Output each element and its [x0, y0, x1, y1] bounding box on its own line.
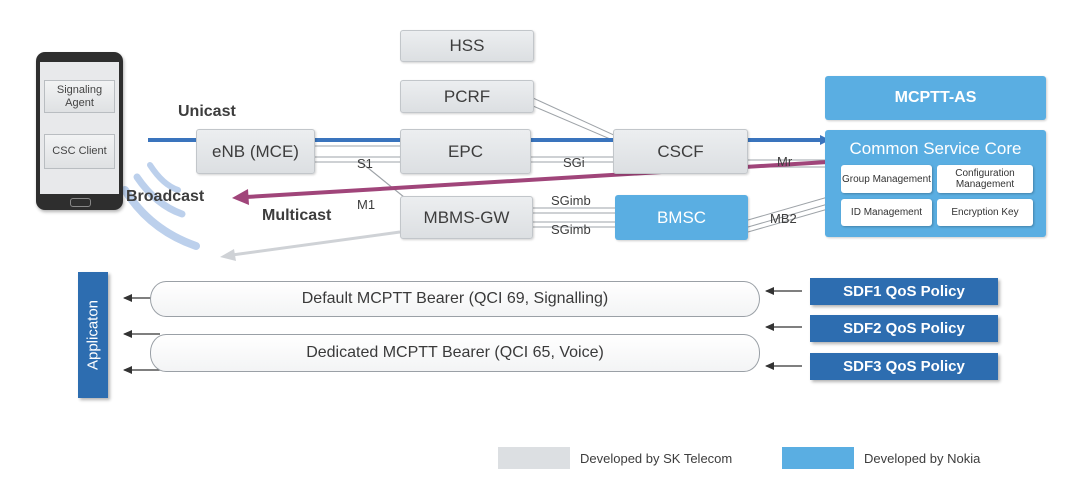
- configuration-management-label: Configuration Management: [955, 168, 1015, 190]
- legend-sk-label: Developed by SK Telecom: [580, 451, 733, 466]
- multicast-label: Multicast: [262, 207, 332, 224]
- bmsc-box: BMSC: [615, 195, 748, 240]
- mb2-label: MB2: [770, 211, 797, 226]
- epc-label: EPC: [448, 141, 483, 161]
- phone-home-button: [70, 198, 91, 207]
- sgi-label: SGi: [563, 155, 585, 170]
- enb-box: eNB (MCE): [196, 129, 315, 174]
- sgimb-label-bottom: SGimb: [551, 222, 591, 237]
- application-label: Applicaton: [84, 299, 102, 371]
- sdf2-policy-box: SDF2 QoS Policy: [810, 315, 998, 342]
- mcptt-as-label: MCPTT-AS: [894, 89, 977, 106]
- s1-label: S1: [357, 156, 373, 171]
- sgimb-label-top: SGimb: [551, 193, 591, 208]
- csc-client-box: CSC Client: [44, 134, 115, 169]
- multicast-arrow: [231, 230, 401, 257]
- m1-label: M1: [357, 197, 376, 212]
- id-management-box: ID Management: [841, 199, 932, 226]
- sdf3-policy-label: SDF3 QoS Policy: [843, 358, 965, 375]
- bmsc-label: BMSC: [656, 207, 707, 227]
- configuration-management-box: Configuration Management: [937, 165, 1033, 193]
- encryption-key-label: Encryption Key: [951, 207, 1019, 218]
- sdf1-policy-box: SDF1 QoS Policy: [810, 278, 998, 305]
- radio-waves-icon: [121, 162, 200, 250]
- pcrf-box: PCRF: [400, 80, 534, 113]
- cscf-box: CSCF: [613, 129, 748, 174]
- pcrf-label: PCRF: [443, 86, 491, 106]
- sdf3-policy-box: SDF3 QoS Policy: [810, 353, 998, 380]
- legend-sk-swatch: [498, 447, 570, 469]
- hss-box: HSS: [400, 30, 534, 62]
- signaling-agent-box: Signaling Agent: [44, 80, 115, 113]
- group-management-box: Group Management: [841, 165, 932, 193]
- mbms-gw-label: MBMS-GW: [423, 207, 510, 227]
- broadcast-label: Broadcast: [126, 188, 205, 205]
- encryption-key-box: Encryption Key: [937, 199, 1033, 226]
- csc-client-label: CSC Client: [52, 145, 107, 157]
- application-box: Applicaton: [78, 272, 108, 398]
- mbms-gw-box: MBMS-GW: [400, 196, 533, 239]
- common-service-core-title: Common Service Core: [849, 139, 1022, 158]
- dedicated-bearer-pipe: Dedicated MCPTT Bearer (QCI 65, Voice): [150, 334, 760, 372]
- default-bearer-label: Default MCPTT Bearer (QCI 69, Signalling…: [301, 290, 609, 307]
- phone-device: Signaling Agent CSC Client: [36, 52, 123, 210]
- epc-box: EPC: [400, 129, 531, 174]
- common-service-core-box: Common Service Core Group Management Con…: [825, 130, 1046, 237]
- hss-label: HSS: [449, 36, 485, 55]
- sdf1-policy-label: SDF1 QoS Policy: [843, 283, 965, 300]
- unicast-label: Unicast: [178, 103, 236, 120]
- enb-label: eNB (MCE): [212, 141, 299, 161]
- sdf2-policy-label: SDF2 QoS Policy: [843, 320, 965, 337]
- group-management-label: Group Management: [842, 173, 931, 185]
- mcptt-as-box: MCPTT-AS: [825, 76, 1046, 120]
- cscf-label: CSCF: [657, 141, 704, 161]
- default-bearer-pipe: Default MCPTT Bearer (QCI 69, Signalling…: [150, 281, 760, 317]
- dedicated-bearer-label: Dedicated MCPTT Bearer (QCI 65, Voice): [306, 344, 604, 361]
- signaling-agent-label: Signaling Agent: [56, 83, 103, 109]
- legend-nokia-swatch: [782, 447, 854, 469]
- id-management-label: ID Management: [850, 207, 923, 218]
- legend-nokia-label: Developed by Nokia: [864, 451, 981, 466]
- mr-label: Mr: [777, 154, 793, 169]
